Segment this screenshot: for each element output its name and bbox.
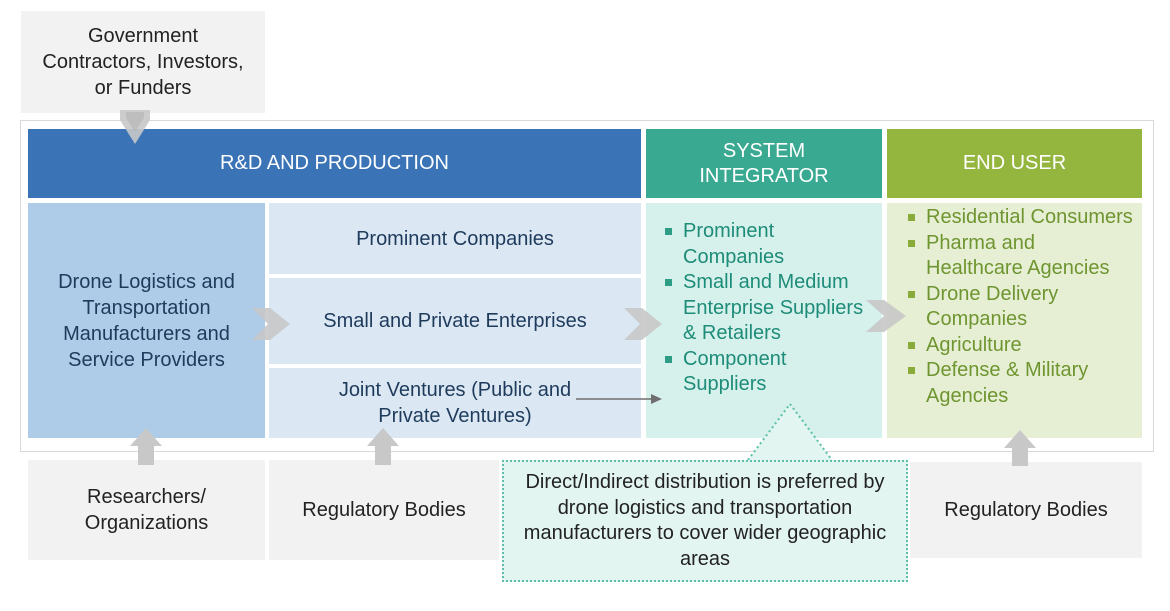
manufacturers-box: Drone Logistics and Transportation Manuf… [28, 203, 265, 438]
header-rd-label: R&D AND PRODUCTION [220, 152, 449, 174]
list-item: Agriculture [906, 333, 1136, 359]
arrow-head-icon [651, 394, 662, 404]
up-arrow-icon [367, 428, 399, 465]
list-item: Pharma and Healthcare Agencies [906, 231, 1136, 282]
manufacturers-label: Drone Logistics and Transportation Manuf… [58, 270, 235, 371]
segment-prominent-companies: Prominent Companies [269, 203, 641, 274]
list-item: Component Suppliers [663, 347, 871, 398]
funders-label: Government Contractors, Investors, or Fu… [42, 25, 244, 99]
list-item: Residential Consumers [906, 205, 1136, 231]
regulatory-left-label: Regulatory Bodies [302, 499, 466, 521]
up-arrow-icon [1004, 430, 1036, 466]
header-rd-production: R&D AND PRODUCTION [28, 129, 641, 198]
end-user-list: Residential Consumers Pharma and Healthc… [887, 203, 1142, 438]
eu-items: Residential Consumers Pharma and Healthc… [906, 205, 1136, 409]
segment-label: Small and Private Enterprises [323, 310, 587, 332]
segment-label: Prominent Companies [356, 227, 554, 250]
right-chevron-icon [624, 308, 662, 340]
callout-pointer [747, 402, 833, 461]
researchers-box: Researchers/ Organizations [28, 460, 265, 560]
header-system-integrator: SYSTEM INTEGRATOR [646, 129, 882, 198]
list-item: Small and Medium Enterprise Suppliers & … [663, 270, 871, 347]
researchers-label: Researchers/ Organizations [84, 486, 209, 534]
system-integrator-list: Prominent Companies Small and Medium Ent… [646, 203, 882, 438]
distribution-note: Direct/Indirect distribution is preferre… [502, 460, 908, 582]
segment-small-private: Small and Private Enterprises [269, 278, 641, 364]
header-si-label: SYSTEM INTEGRATOR [699, 139, 829, 187]
right-chevron-icon [866, 300, 906, 332]
header-end-user: END USER [887, 129, 1142, 198]
distribution-note-text: Direct/Indirect distribution is preferre… [523, 471, 887, 570]
list-item: Drone Delivery Companies [906, 282, 1136, 333]
regulatory-bodies-right-box: Regulatory Bodies [910, 462, 1142, 558]
segment-label: Joint Ventures (Public and Private Ventu… [338, 379, 572, 427]
funders-box: Government Contractors, Investors, or Fu… [21, 11, 265, 113]
si-items: Prominent Companies Small and Medium Ent… [663, 219, 871, 398]
down-arrow-icon [126, 112, 144, 132]
header-eu-label: END USER [962, 152, 1067, 174]
segment-joint-ventures: Joint Ventures (Public and Private Ventu… [269, 368, 641, 438]
list-item: Prominent Companies [663, 219, 871, 270]
list-item: Defense & Military Agencies [906, 358, 1136, 409]
regulatory-bodies-left-box: Regulatory Bodies [269, 460, 499, 560]
up-arrow-icon [130, 428, 162, 465]
regulatory-right-label: Regulatory Bodies [944, 499, 1108, 521]
right-chevron-icon [252, 308, 290, 340]
